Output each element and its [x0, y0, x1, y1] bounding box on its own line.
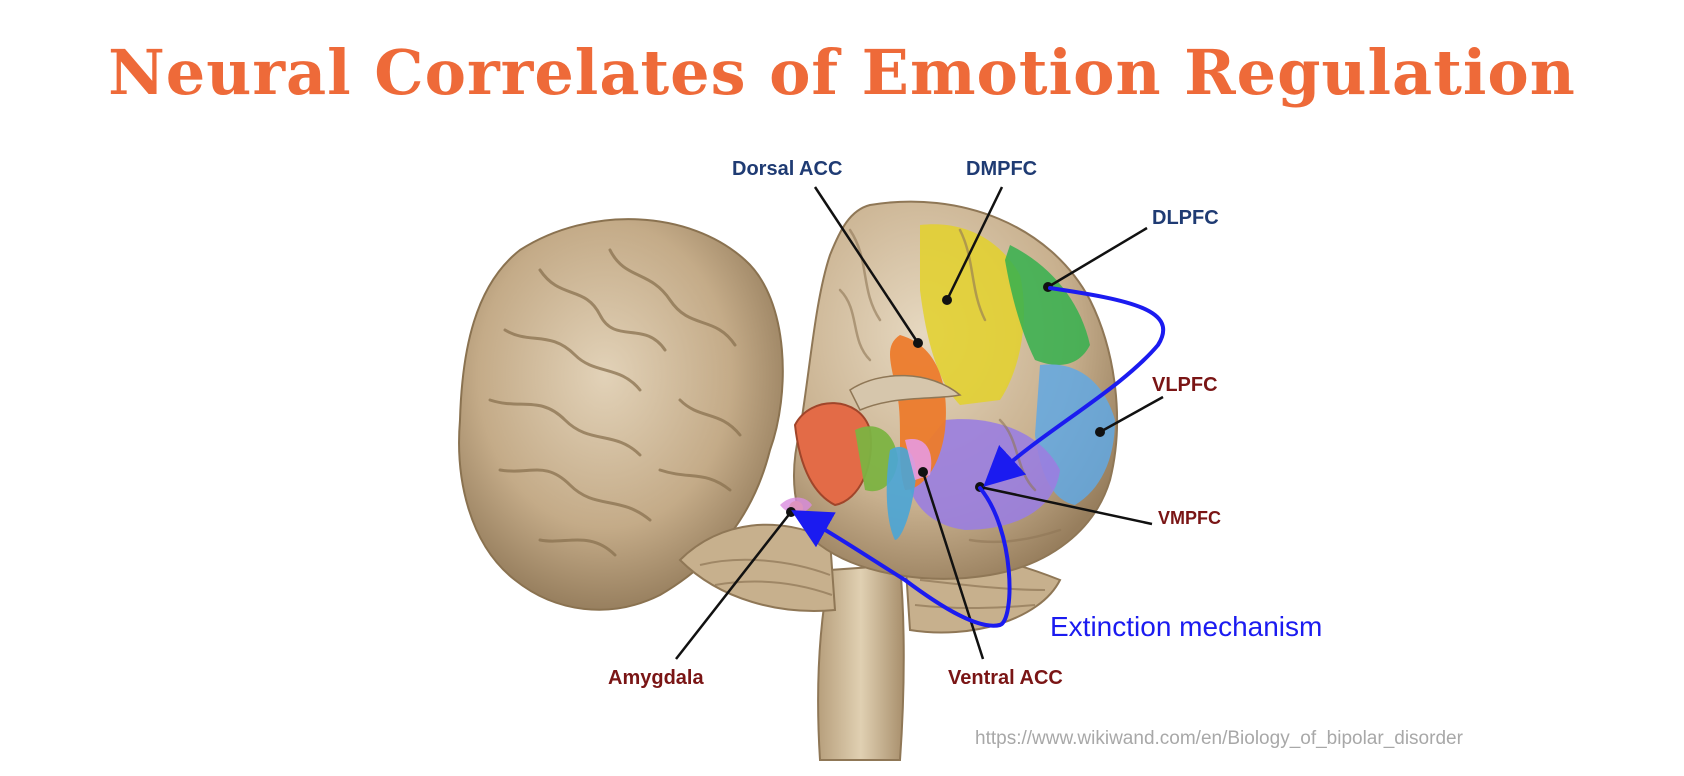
source-url: https://www.wikiwand.com/en/Biology_of_b… — [975, 728, 1463, 749]
extinction-arrows — [791, 286, 1166, 628]
extinction-mechanism-label: Extinction mechanism — [1050, 611, 1323, 642]
label-dlpfc: DLPFC — [1152, 207, 1219, 229]
right-hemisphere — [793, 200, 1118, 580]
label-dmpfc: DMPFC — [966, 158, 1038, 180]
brainstem — [678, 523, 1062, 761]
label-amygdala: Amygdala — [608, 667, 704, 689]
page-title: Neural Correlates of Emotion Regulation — [108, 36, 1576, 109]
label-vlpfc: VLPFC — [1152, 374, 1218, 396]
left-hemisphere — [458, 218, 784, 611]
label-dorsal-acc: Dorsal ACC — [732, 158, 843, 180]
label-ventral-acc: Ventral ACC — [948, 667, 1063, 689]
label-vmpfc: VMPFC — [1158, 508, 1221, 528]
leader-lines — [675, 186, 1164, 660]
